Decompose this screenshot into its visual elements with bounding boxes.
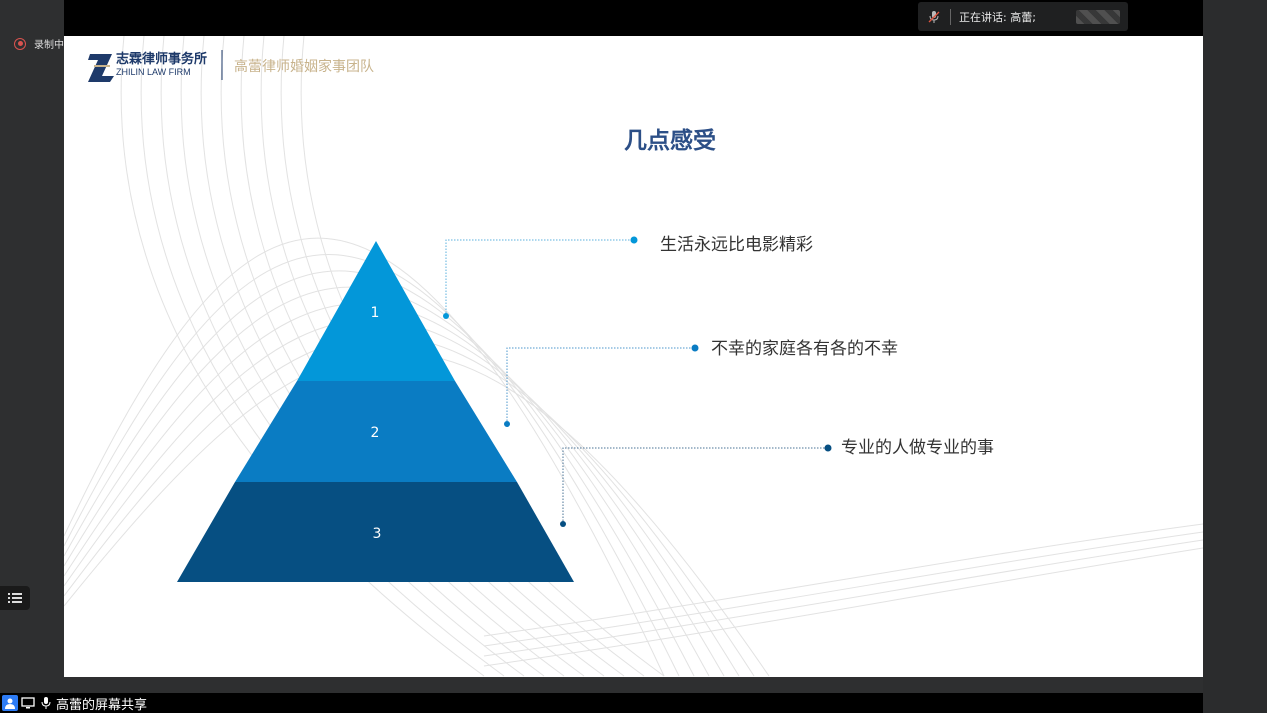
microphone-icon[interactable]: [38, 695, 54, 711]
list-menu-button[interactable]: [0, 586, 30, 610]
recording-indicator[interactable]: 录制中: [14, 36, 64, 51]
connector-2: [504, 344, 699, 427]
logo-mark: [88, 54, 114, 82]
connector-3: [560, 444, 832, 527]
right-sidebar: [1203, 0, 1267, 713]
microphone-icon: [926, 9, 942, 25]
blurred-avatars: [1076, 10, 1120, 24]
user-icon[interactable]: [2, 695, 18, 711]
recording-label: 录制中: [34, 40, 64, 51]
brand-cn: 志霖律师事务所: [116, 51, 207, 67]
slide-canvas: 志霖律师事务所 ZHILIN LAW FIRM 高蕾律师婚姻家事团队 几点感受 …: [64, 36, 1203, 677]
pyramid-tier-3: [177, 482, 574, 582]
divider: [950, 8, 951, 25]
active-speaker-indicator: 正在讲话: 高蕾;: [918, 2, 1128, 31]
brand-en: ZHILIN LAW FIRM: [116, 67, 191, 77]
law-firm-logo: [88, 54, 114, 82]
screen-share-icon[interactable]: [20, 695, 36, 711]
list-icon: [8, 593, 22, 603]
speaker-text: 正在讲话: 高蕾;: [959, 10, 1036, 24]
slide-title: 几点感受: [624, 127, 716, 154]
share-label: 高蕾的屏幕共享: [56, 697, 148, 713]
pyramid-tier-2: [235, 381, 517, 482]
pyramid-label-3: 3: [373, 526, 382, 542]
record-icon: [14, 37, 26, 50]
pyramid-tier-1: [297, 241, 455, 381]
shared-slide: 志霖律师事务所 ZHILIN LAW FIRM 高蕾律师婚姻家事团队 几点感受 …: [64, 36, 1203, 677]
pyramid-label-1: 1: [371, 305, 380, 321]
point-1: 生活永远比电影精彩: [660, 235, 813, 255]
bottom-status-bar: 高蕾的屏幕共享: [0, 693, 1203, 713]
team-name: 高蕾律师婚姻家事团队: [234, 58, 374, 75]
pyramid-label-2: 2: [371, 425, 380, 441]
connector-1: [443, 236, 638, 319]
point-2: 不幸的家庭各有各的不幸: [711, 339, 898, 359]
point-3: 专业的人做专业的事: [841, 438, 994, 458]
pyramid: 1 2 3: [177, 241, 574, 582]
